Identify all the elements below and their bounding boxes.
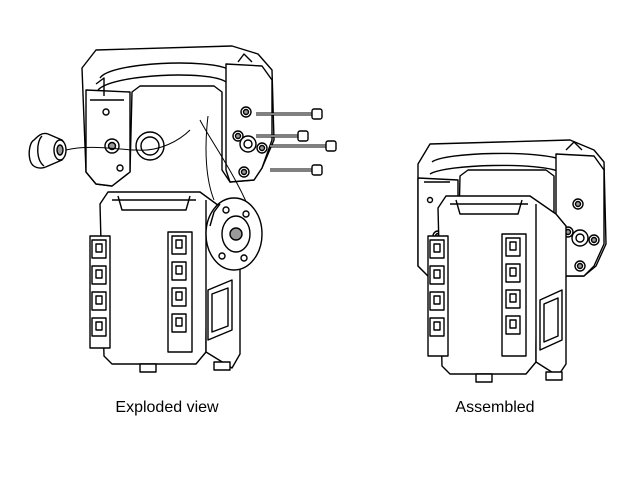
- servo-body: [90, 192, 240, 372]
- assembled-servo-body: [428, 196, 566, 382]
- exploded-view-drawing: [29, 46, 336, 372]
- screw-3: [270, 141, 336, 151]
- screw-1: [256, 109, 322, 119]
- servo-horn: [206, 198, 262, 270]
- bearing: [29, 133, 66, 168]
- u-bracket: [82, 46, 274, 186]
- screw-4: [270, 165, 322, 175]
- caption-exploded-view: Exploded view: [115, 399, 219, 416]
- assembled-view-drawing: [418, 140, 606, 382]
- caption-assembled: Assembled: [455, 399, 535, 416]
- screws: [256, 109, 336, 175]
- screw-2: [256, 131, 308, 141]
